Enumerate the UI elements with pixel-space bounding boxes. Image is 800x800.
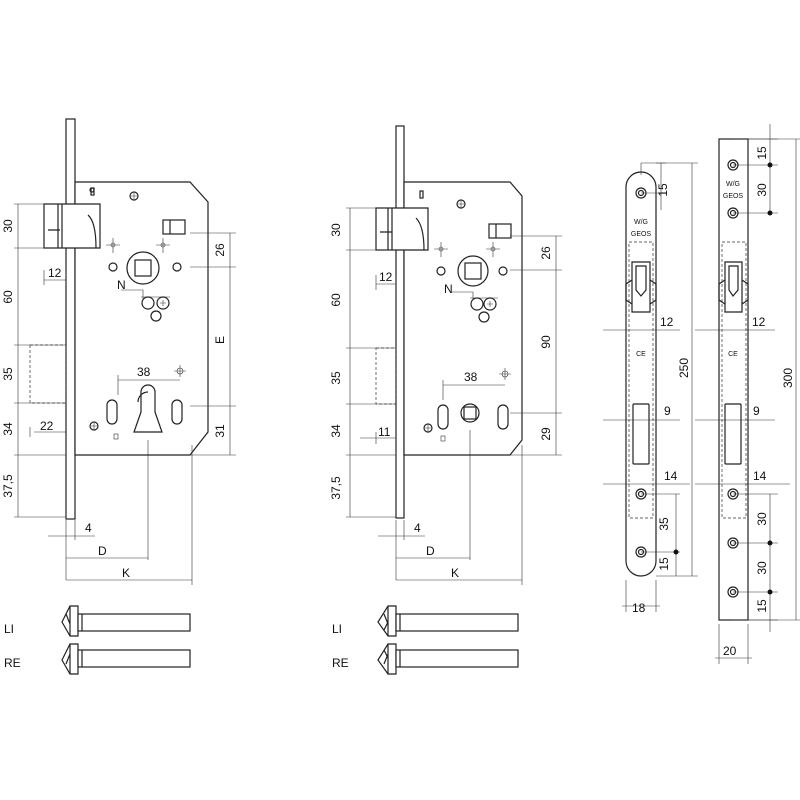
lock-left: 30 12 60 35 34 22 37,5 4 D K 26 N 38 E 3… — [1, 118, 236, 585]
dim-N: N — [117, 278, 126, 292]
dim-30-b: 30 — [755, 561, 769, 575]
dim-15-bottom: 15 — [657, 557, 671, 571]
latch-bolts-mid: LI RE — [332, 605, 519, 675]
dim-60: 60 — [1, 290, 15, 304]
dim-18: 18 — [632, 601, 646, 615]
bolt-outline-left — [29, 344, 67, 404]
dim-22: 22 — [40, 419, 54, 433]
strike-slot — [724, 403, 742, 465]
dim-35: 35 — [329, 371, 343, 385]
dim-15-top: 15 — [755, 146, 769, 160]
faceplate-mid — [395, 125, 405, 519]
latch-mid — [375, 207, 429, 251]
label-li: LI — [332, 622, 342, 636]
dim-60: 60 — [329, 293, 343, 307]
lock-mid: 30 12 60 35 34 11 37,5 4 D K 26 N 38 90 … — [329, 125, 562, 585]
dim-14: 14 — [753, 469, 767, 483]
dim-D: D — [426, 544, 435, 558]
dim-35: 35 — [657, 517, 671, 531]
dim-K: K — [122, 566, 130, 580]
faceplate-left — [65, 118, 76, 520]
strike-recess-outline — [721, 241, 747, 519]
dim-250: 250 — [677, 358, 691, 378]
dim-26: 26 — [539, 246, 553, 260]
dim-300: 300 — [781, 368, 795, 388]
dim-9: 9 — [753, 404, 760, 418]
dim-26: 26 — [213, 243, 227, 257]
dim-29: 29 — [539, 427, 553, 441]
dim-38: 38 — [137, 365, 151, 379]
dim-K: K — [451, 566, 459, 580]
label-re: RE — [4, 656, 21, 670]
strike-plate-body — [718, 138, 749, 621]
strike-plate-250: W/G GEOS CE 15 12 250 9 14 35 15 18 — [603, 162, 698, 615]
dim-12: 12 — [48, 266, 62, 280]
strike-recess-outline — [628, 241, 654, 519]
dim-15-top: 15 — [656, 183, 670, 197]
latch-bolts-left: LI RE — [4, 605, 191, 675]
dim-D: D — [98, 544, 107, 558]
dim-4: 4 — [414, 521, 421, 535]
bolt-outline-mid — [375, 347, 397, 405]
strike-slot — [632, 403, 650, 465]
dim-12: 12 — [379, 270, 393, 284]
dim-E: E — [213, 336, 227, 344]
dim-30: 30 — [329, 223, 343, 237]
dim-14: 14 — [664, 469, 678, 483]
dim-20: 20 — [723, 644, 737, 658]
dim-38: 38 — [464, 370, 478, 384]
dim-34: 34 — [1, 422, 15, 436]
strike-plate-300: W/G GEOS CE 15 30 12 300 9 14 30 30 15 2… — [695, 124, 800, 664]
dim-30-a: 30 — [755, 512, 769, 526]
brand-top: W/G — [726, 181, 740, 188]
dim-37-5: 37,5 — [1, 474, 15, 498]
lock-case-mid — [403, 181, 523, 456]
label-li: LI — [4, 622, 14, 636]
dim-30-top: 30 — [755, 183, 769, 197]
dim-4: 4 — [85, 521, 92, 535]
cylinder-hole-left — [133, 384, 163, 433]
ce-mark: CE — [728, 351, 738, 358]
dim-31: 31 — [213, 424, 227, 438]
latch-left — [43, 203, 101, 249]
dim-15-bottom: 15 — [755, 599, 769, 613]
dim-12: 12 — [660, 315, 674, 329]
brand-bottom: GEOS — [631, 231, 652, 238]
dim-34: 34 — [329, 424, 343, 438]
lock-case-left — [74, 181, 209, 456]
dim-11: 11 — [378, 425, 391, 439]
dim-90: 90 — [539, 335, 553, 349]
ce-mark: CE — [636, 351, 646, 358]
dim-37-5: 37,5 — [329, 476, 343, 500]
brand-bottom: GEOS — [723, 193, 744, 200]
dim-N: N — [444, 282, 453, 296]
dim-35: 35 — [1, 367, 15, 381]
dim-12: 12 — [752, 315, 766, 329]
label-re: RE — [332, 656, 349, 670]
brand-top: W/G — [634, 219, 648, 226]
dim-30: 30 — [1, 219, 15, 233]
dim-9: 9 — [664, 404, 671, 418]
